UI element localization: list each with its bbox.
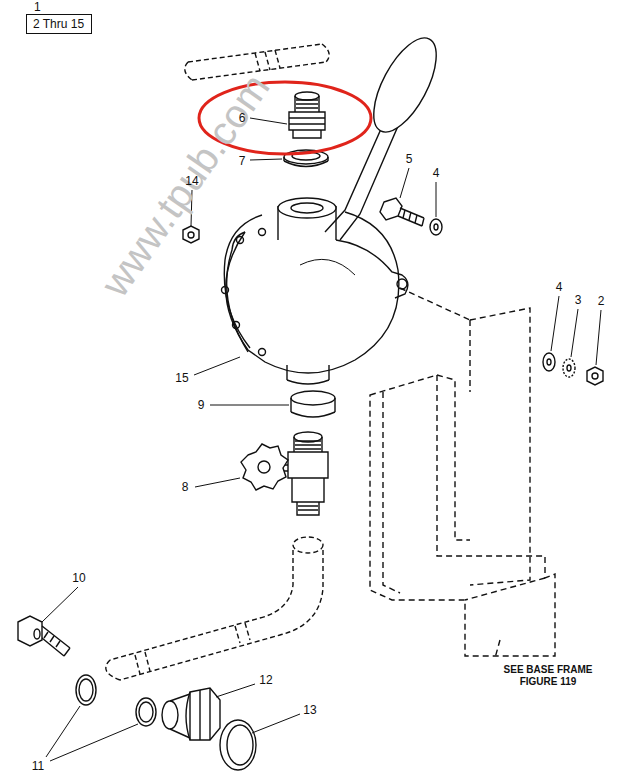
- figure-reference: SEE BASE FRAME FIGURE 119: [493, 664, 603, 688]
- callout-box: 12 Thru 15: [26, 0, 92, 34]
- fitting-part-12: [162, 688, 220, 740]
- callout-number: 11: [32, 759, 44, 773]
- pump-handle: [325, 29, 449, 240]
- watermark: www.tpub.com: [91, 65, 280, 306]
- pump-housing: [222, 198, 408, 384]
- callout-number: 12: [259, 673, 272, 687]
- callout-number: 2: [598, 294, 605, 308]
- fitting-part-6: [289, 92, 325, 138]
- callout-number: 10: [72, 571, 85, 585]
- base-frame-bracket: [370, 288, 555, 658]
- bolt-part-10: [18, 616, 70, 656]
- callout-number: 4: [556, 280, 563, 294]
- valve-part-8: [241, 432, 328, 515]
- callout-number: 3: [575, 293, 582, 307]
- callout-number: 1: [26, 0, 41, 14]
- callout-number: 15: [175, 371, 188, 385]
- callout-number: 7: [239, 154, 246, 168]
- hose-top: [185, 44, 329, 80]
- callout-number: 14: [185, 174, 198, 188]
- ring-part-9: [291, 391, 335, 417]
- callout-number: 5: [406, 152, 413, 166]
- bolt-washer-nut: [183, 198, 442, 243]
- hose-lower: [106, 537, 323, 680]
- ring-part-13: [220, 720, 256, 770]
- callout-number: 9: [198, 398, 205, 412]
- callout-number: 13: [303, 703, 316, 717]
- rings-part-11: [76, 675, 156, 726]
- callout-number: 8: [182, 480, 189, 494]
- washer-lockwasher-nut: [543, 353, 603, 385]
- callout-number: 6: [239, 111, 246, 125]
- callout-number: 4: [433, 166, 440, 180]
- box-text: 2 Thru 15: [26, 14, 92, 34]
